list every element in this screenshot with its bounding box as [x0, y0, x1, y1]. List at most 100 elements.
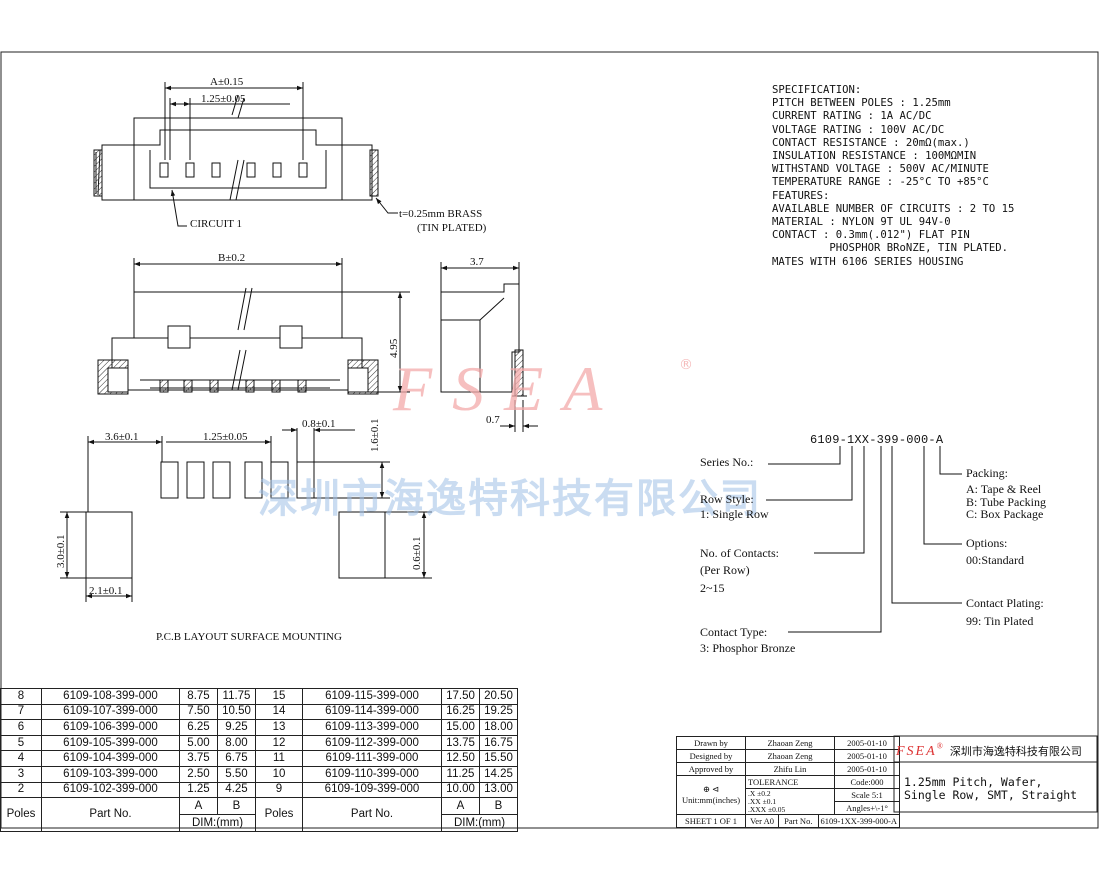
cell-dim-a: 11.25: [441, 765, 480, 783]
spec-line: SPECIFICATION:: [772, 84, 862, 96]
cell-dim-b: 6.75: [217, 750, 256, 767]
options-label: Options:: [966, 536, 1008, 550]
packing-a: A: Tape & Reel: [966, 482, 1042, 496]
cell-part-no: 6109-108-399-000: [41, 688, 180, 705]
cell-part-no: 6109-112-399-000: [302, 734, 442, 752]
sheet-label: SHEET 1 OF 1: [676, 814, 746, 828]
front-view: [97, 258, 410, 395]
pcb-layout-title: P.C.B LAYOUT SURFACE MOUNTING: [156, 631, 342, 643]
cell-poles: 8: [0, 688, 42, 705]
cell-part-no: 6109-110-399-000: [302, 765, 442, 783]
cell-dim-b: 14.25: [479, 765, 518, 783]
contacts-value: 2~15: [700, 581, 725, 595]
pcb-dim-mount-w: 2.1±0.1: [89, 585, 123, 597]
cell-poles: 13: [255, 719, 303, 736]
cell-poles: 2: [0, 781, 42, 799]
sheet-border: [0, 51, 1099, 829]
options-value: 00:Standard: [966, 553, 1024, 567]
packing-label: Packing:: [966, 466, 1008, 480]
cell-poles: 3: [0, 765, 42, 783]
approved-by: Zhifu Lin: [745, 762, 835, 776]
pcb-dim-mount-h: 3.0±0.1: [55, 534, 67, 568]
dim-b-label: B±0.2: [218, 252, 245, 264]
pcb-dim-pad-len: 1.6±0.1: [369, 418, 381, 452]
circuit-label: CIRCUIT 1: [190, 218, 242, 230]
side-view: [440, 262, 538, 432]
spec-line: TEMPERATURE RANGE : -25°C TO +85°C: [772, 176, 989, 189]
cell-dim-b: 11.75: [217, 688, 256, 705]
cell-dim-b: 10.50: [217, 703, 256, 721]
header-b: B: [217, 797, 256, 816]
cell-part-no: 6109-106-399-000: [41, 719, 180, 736]
cell-poles: 5: [0, 734, 42, 752]
cell-poles: 11: [255, 750, 303, 767]
cell-part-no: 6109-105-399-000: [41, 734, 180, 752]
projection-cell: ⊕ ⊲ Unit:mm(inches): [676, 775, 746, 815]
plating-label: Contact Plating:: [966, 596, 1044, 610]
top-view: [93, 82, 398, 227]
header-part-no: Part No.: [302, 797, 442, 833]
pcb-layout: [60, 427, 432, 602]
scale-label: Scale 5:1: [834, 788, 900, 802]
table-header-row: DIM:(mm)DIM:(mm): [1, 814, 518, 833]
company-name-cn: 深圳市海逸特科技有限公司: [949, 745, 1082, 758]
cell-poles: 15: [255, 688, 303, 705]
pcb-dim-small-h: 0.6±0.1: [411, 536, 423, 570]
header-b: B: [479, 797, 518, 816]
cell-dim-b: 19.25: [479, 703, 518, 721]
part-code-number: 6109-1XX-399-000-A: [810, 433, 944, 447]
cell-poles: 9: [255, 781, 303, 799]
company-logo: FSEA: [896, 744, 937, 759]
cell-dim-a: 13.75: [441, 734, 480, 752]
cell-part-no: 6109-113-399-000: [302, 719, 442, 736]
cell-dim-a: 1.25: [179, 781, 218, 799]
cell-dim-a: 6.25: [179, 719, 218, 736]
desc-line-2: Single Row, SMT, Straight: [904, 788, 1078, 802]
drawn-date: 2005-01-10: [834, 736, 900, 750]
cell-poles: 14: [255, 703, 303, 721]
header-poles: Poles: [255, 797, 303, 833]
cell-part-no: 6109-111-399-000: [302, 750, 442, 767]
angles-label: Angles+\-1°: [834, 801, 900, 815]
cell-part-no: 6109-103-399-000: [41, 765, 180, 783]
tol-xx: .XX ±0.1: [748, 796, 777, 806]
cell-dim-a: 10.00: [441, 781, 480, 799]
series-label: Series No.:: [700, 455, 754, 469]
cell-part-no: 6109-107-399-000: [41, 703, 180, 721]
contacts-label: No. of Contacts:: [700, 546, 779, 560]
contact-type-label: Contact Type:: [700, 625, 768, 639]
plating-value: 99: Tin Plated: [966, 614, 1034, 628]
spec-line: VOLTAGE RATING : 100V AC/DC: [772, 123, 945, 136]
spec-line: PITCH BETWEEN POLES : 1.25mm: [772, 97, 951, 110]
part-no-value: 6109-1XX-399-000-A: [820, 815, 898, 826]
cell-dim-b: 5.50: [217, 765, 256, 783]
contacts-sub: (Per Row): [700, 563, 750, 577]
cell-dim-a: 12.50: [441, 750, 480, 767]
cell-dim-a: 7.50: [179, 703, 218, 721]
cell-poles: 4: [0, 750, 42, 767]
packing-c: C: Box Package: [966, 507, 1044, 521]
watermark-company: 深圳市海逸特科技有限公司: [258, 475, 762, 522]
cell-dim-a: 17.50: [441, 688, 480, 705]
pcb-dim-pitch: 1.25±0.05: [203, 431, 248, 443]
dim-width-label: 3.7: [470, 256, 484, 268]
ver-label: Ver A0: [746, 815, 780, 827]
dim-a-label: A±0.15: [210, 76, 244, 88]
dim-pitch-label: 1.25±0.05: [201, 93, 246, 105]
cell-part-no: 6109-109-399-000: [302, 781, 442, 799]
watermark-logo: FSEA: [393, 353, 623, 424]
drawn-by: Zhaoan Zeng: [745, 736, 835, 750]
cell-dim-a: 3.75: [179, 750, 218, 767]
packing-b: B: Tube Packing: [966, 495, 1047, 509]
cell-dim-b: 15.50: [479, 750, 518, 767]
approved-date: 2005-01-10: [834, 762, 900, 776]
cell-part-no: 6109-104-399-000: [41, 750, 180, 767]
dim-pin-label: 0.7: [486, 414, 500, 426]
